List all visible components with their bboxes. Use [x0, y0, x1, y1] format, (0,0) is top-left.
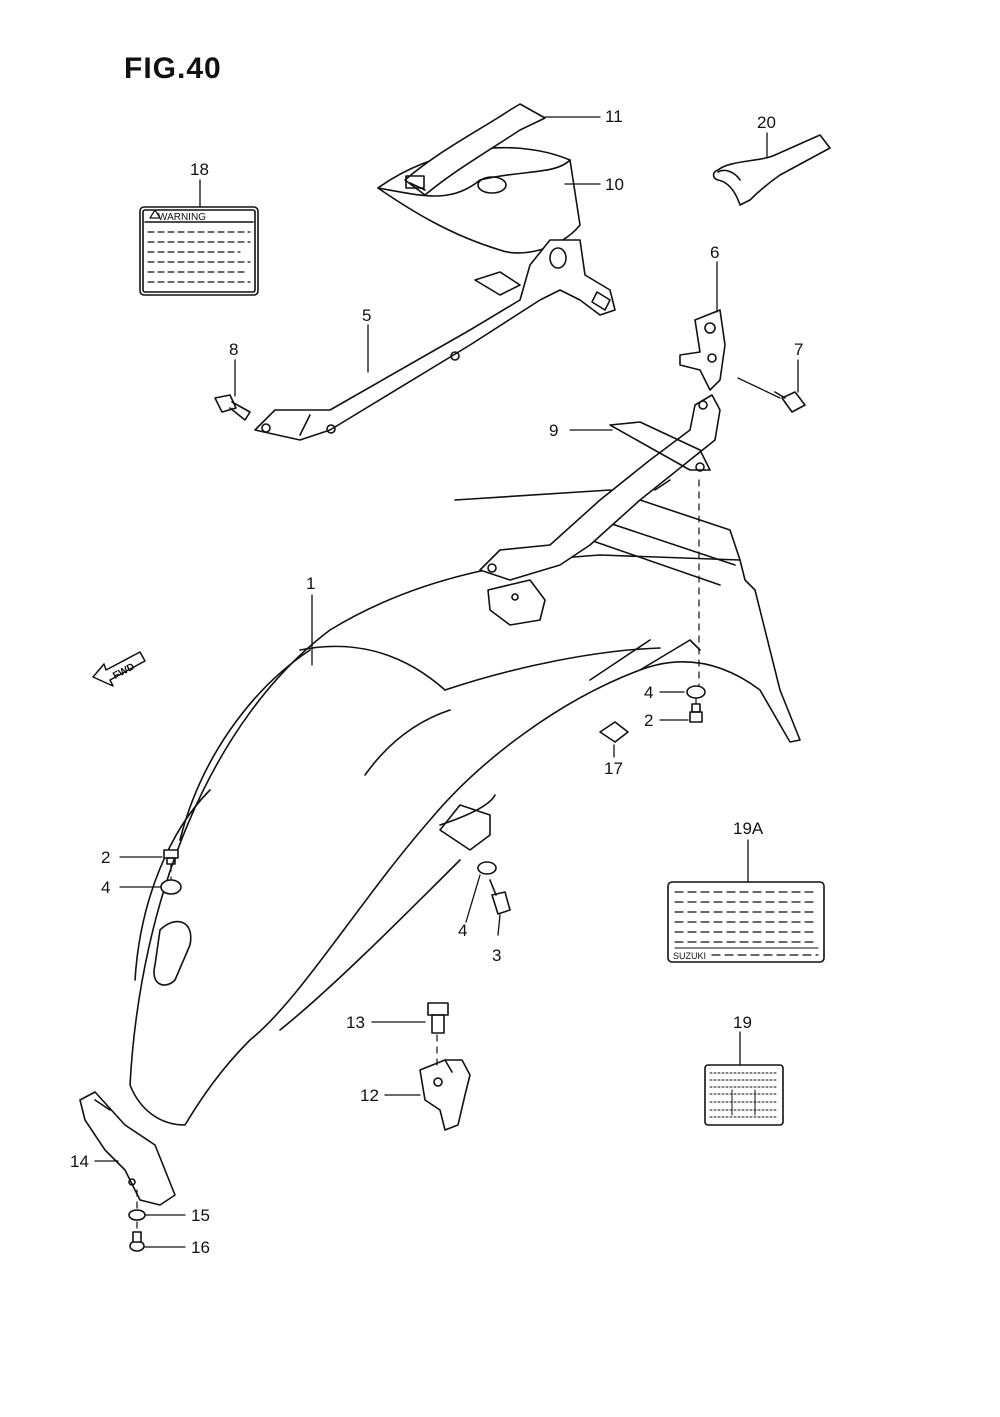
callout-5: 5 — [362, 306, 372, 325]
washer-4-center[interactable] — [477, 861, 497, 875]
bolt-2-right[interactable] — [689, 703, 703, 723]
callout-16: 16 — [191, 1238, 210, 1257]
seat-cover[interactable] — [377, 146, 581, 254]
bolt-13[interactable] — [427, 1002, 449, 1034]
assembly-lines — [136, 479, 700, 1233]
bracket-14[interactable] — [79, 1091, 176, 1206]
info-label-brand: SUZUKI — [673, 951, 706, 961]
callout-19: 19 — [733, 1013, 752, 1032]
callout-4-center: 4 — [458, 921, 468, 940]
rear-rail-9[interactable] — [479, 394, 721, 626]
callout-4-right: 4 — [644, 683, 654, 702]
callout-14: 14 — [70, 1152, 89, 1171]
warning-label-heading: WARNING — [158, 212, 206, 223]
rear-fender[interactable] — [129, 489, 801, 1126]
washer-15[interactable] — [128, 1209, 146, 1221]
warning-label[interactable] — [139, 206, 259, 296]
figure-title: FIG.40 — [124, 52, 222, 85]
callout-11: 11 — [605, 107, 623, 126]
callout-2-left: 2 — [101, 848, 111, 867]
callout-20: 20 — [757, 113, 776, 132]
bolt-2-left[interactable] — [163, 849, 179, 865]
callout-9: 9 — [549, 421, 559, 440]
bolt-16[interactable] — [129, 1231, 145, 1252]
callout-15: 15 — [191, 1206, 210, 1225]
clamp-12[interactable] — [419, 1059, 471, 1131]
callout-13: 13 — [346, 1013, 365, 1032]
forward-arrow-icon — [92, 651, 146, 687]
leader-lines — [94, 116, 799, 1248]
spec-label-19[interactable] — [704, 1064, 784, 1126]
callout-10: 10 — [605, 175, 624, 194]
callout-1: 1 — [306, 574, 316, 593]
callout-19a: 19A — [733, 819, 764, 838]
info-label-19a[interactable] — [667, 881, 825, 963]
bolt-3[interactable] — [489, 879, 511, 915]
wrench[interactable] — [712, 134, 831, 206]
callout-6: 6 — [710, 243, 720, 262]
washer-4-right[interactable] — [686, 685, 706, 699]
callout-2-right: 2 — [644, 711, 654, 730]
washer-4-left[interactable] — [160, 879, 182, 895]
bolt-7[interactable] — [774, 391, 806, 413]
callout-3: 3 — [492, 946, 502, 965]
strap[interactable] — [404, 103, 546, 196]
frame-bracket-5[interactable] — [254, 239, 616, 441]
callout-18: 18 — [190, 160, 209, 179]
pad-17[interactable] — [599, 721, 629, 743]
callout-4-left: 4 — [101, 878, 111, 897]
bolt-8[interactable] — [214, 394, 251, 421]
callout-12: 12 — [360, 1086, 379, 1105]
callout-17: 17 — [604, 759, 623, 778]
callout-8: 8 — [229, 340, 239, 359]
callout-7: 7 — [794, 340, 804, 359]
bracket-6[interactable] — [679, 309, 726, 391]
